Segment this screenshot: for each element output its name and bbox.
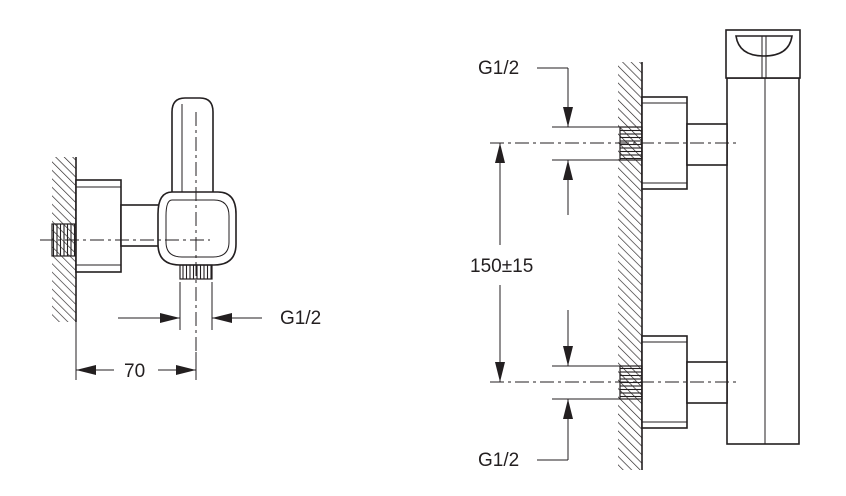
side-flange — [75, 179, 122, 273]
front-control-head — [725, 29, 801, 79]
front-spacing-label: 150±15 — [470, 256, 533, 277]
side-upright-handle — [171, 97, 214, 197]
side-valve-body — [157, 191, 237, 266]
side-view: G1/2 70 — [40, 97, 321, 382]
front-top-thread-label: G1/2 — [478, 58, 519, 79]
front-upper-pipe — [686, 123, 728, 166]
front-bottom-thread-label: G1/2 — [478, 450, 519, 471]
side-outlet-thread-label: G1/2 — [280, 308, 321, 329]
front-control-knob — [735, 35, 793, 57]
front-view: G1/2 150±15 G1/2 — [470, 29, 801, 471]
side-dim-70-label: 70 — [124, 361, 145, 382]
front-main-body — [726, 77, 800, 445]
front-wall-hatch — [618, 62, 642, 470]
